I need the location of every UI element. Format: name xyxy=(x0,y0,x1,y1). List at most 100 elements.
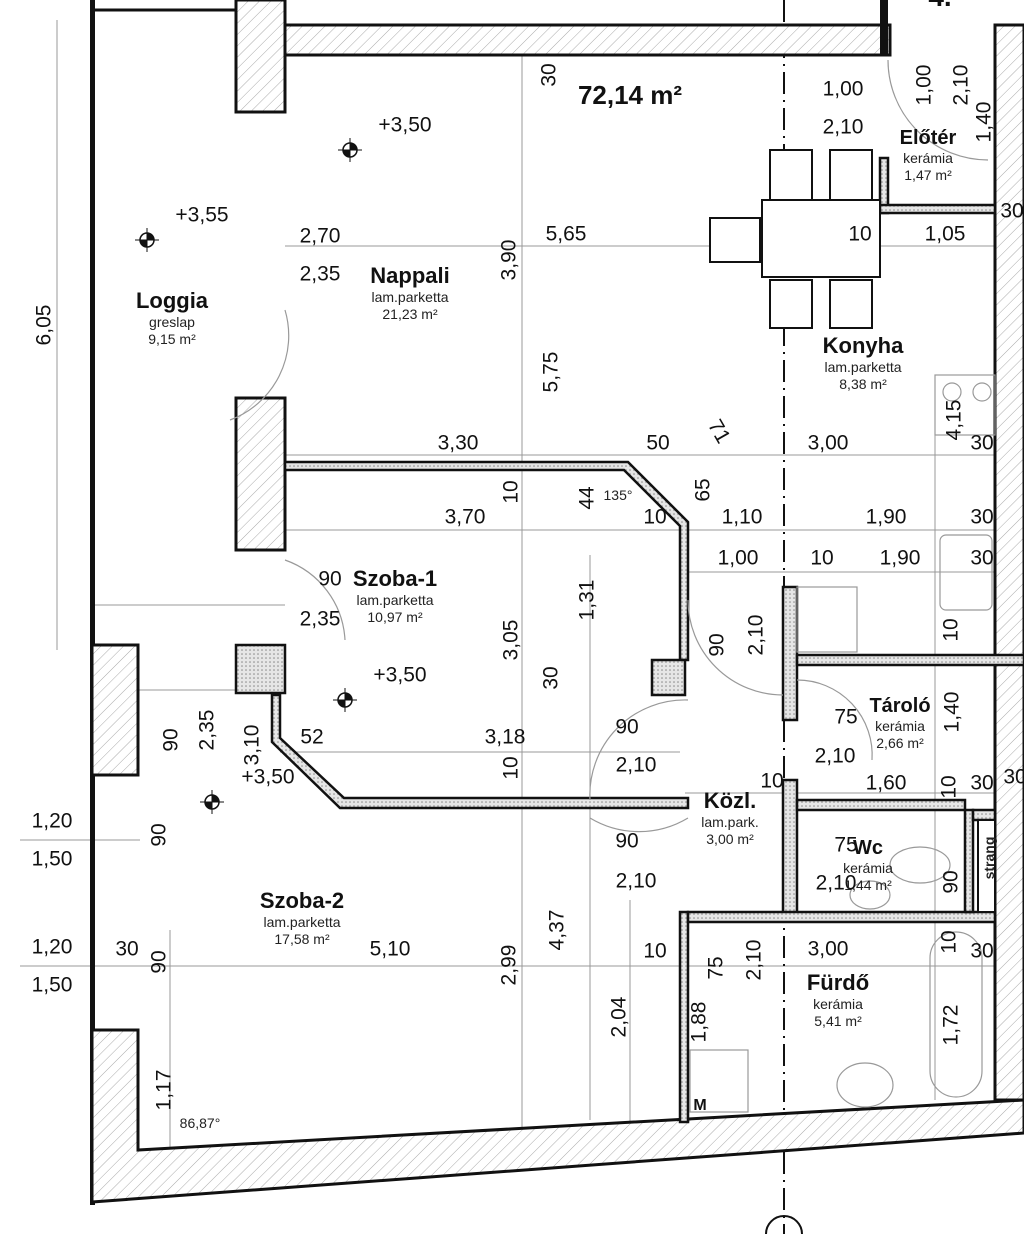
level-marker: +3,55 xyxy=(135,204,229,252)
dimension-label: 2,35 xyxy=(196,710,219,751)
room-area: 5,41 m² xyxy=(814,1013,862,1029)
dimension-label: 3,10 xyxy=(241,725,264,766)
dimension-label: 30 xyxy=(1003,766,1024,789)
dimension-label: 1,40 xyxy=(941,692,964,733)
fixtures xyxy=(229,59,996,1113)
dimension-label: 1,05 xyxy=(925,223,966,246)
dimension-label: 1,20 xyxy=(32,810,73,833)
dimension-label: 30 xyxy=(970,506,993,529)
dimension-label: 30 xyxy=(970,772,993,795)
dimension-label: 2,10 xyxy=(616,754,657,777)
dimension-label: 10 xyxy=(940,618,963,641)
dimension-label: 4,37 xyxy=(546,910,569,951)
dimension-label: 30 xyxy=(970,547,993,570)
meter-label: M xyxy=(693,1097,706,1114)
strang-label: strang xyxy=(981,837,997,880)
room-floor: lam.park. xyxy=(701,814,759,830)
dimension-label: 71 xyxy=(703,416,735,448)
room-floor: kerámia xyxy=(903,150,953,166)
room-floor: lam.parketta xyxy=(824,359,901,375)
room-area: 17,58 m² xyxy=(274,931,330,947)
apartment-number: 4. xyxy=(928,0,951,12)
room-name: Fürdő xyxy=(807,970,869,995)
room-name: Loggia xyxy=(136,288,209,313)
dimension-label: 1,88 xyxy=(688,1002,711,1043)
dimension-label: 90 xyxy=(706,633,729,656)
dimension-label: 2,35 xyxy=(300,263,341,286)
room-area: 8,38 m² xyxy=(839,376,887,392)
dimension-label: 3,00 xyxy=(808,938,849,961)
angle-label: 86,87° xyxy=(180,1115,221,1131)
dimension-label: 2,10 xyxy=(743,940,766,981)
dimension-label: 90 xyxy=(615,830,638,853)
dimension-label: 2,04 xyxy=(608,996,631,1037)
dimension-label: 1,00 xyxy=(718,547,759,570)
dimension-label: 2,10 xyxy=(816,872,857,895)
dimension-label: 1,20 xyxy=(32,936,73,959)
room-floor: kerámia xyxy=(813,996,863,1012)
dimension-lines xyxy=(20,20,1000,1160)
dimension-label: 10 xyxy=(848,223,871,246)
dimension-label: 1,17 xyxy=(153,1070,176,1111)
room-area: 2,66 m² xyxy=(876,735,924,751)
dimension-label: 1,00 xyxy=(913,65,936,106)
dimension-label: 10 xyxy=(938,930,961,953)
dimension-label: 90 xyxy=(160,728,183,751)
room-name: Nappali xyxy=(370,263,449,288)
dimension-label: 1,40 xyxy=(973,102,996,143)
dimension-label: 5,10 xyxy=(370,938,411,961)
dimension-label: 3,30 xyxy=(438,432,479,455)
dining-table xyxy=(709,149,881,329)
dimension-label: 3,70 xyxy=(445,506,486,529)
angle-label: 135° xyxy=(604,487,633,503)
room-name: Közl. xyxy=(704,788,757,813)
level-label: +3,55 xyxy=(175,204,228,227)
dimension-label: 2,10 xyxy=(745,615,768,656)
dimension-label: 30 xyxy=(1000,200,1023,223)
dimension-label: 1,90 xyxy=(880,547,921,570)
apartment-total-area: 72,14 m² xyxy=(578,80,682,110)
dimension-label: 30 xyxy=(538,63,561,86)
dimension-label: 1,72 xyxy=(940,1005,963,1046)
axis-marker xyxy=(765,1215,803,1234)
dimension-label: 2,10 xyxy=(616,870,657,893)
dimension-label: 90 xyxy=(318,568,341,591)
dimension-label: 2,10 xyxy=(950,65,973,106)
walls xyxy=(90,0,1024,1205)
dimension-label: 90 xyxy=(148,823,171,846)
dimension-label: 6,05 xyxy=(33,305,56,346)
room-name: Előtér xyxy=(900,127,957,149)
dimension-label: 3,00 xyxy=(808,432,849,455)
dimension-label: 2,10 xyxy=(815,745,856,768)
room-area: 10,97 m² xyxy=(367,609,423,625)
level-label: +3,50 xyxy=(241,766,294,789)
dimension-label: 5,65 xyxy=(546,223,587,246)
room-floor: lam.parketta xyxy=(356,592,433,608)
dimension-label: 2,99 xyxy=(498,945,521,986)
room-area: 21,23 m² xyxy=(382,306,438,322)
dimension-label: 1,50 xyxy=(32,848,73,871)
dimension-label: 90 xyxy=(148,950,171,973)
room-name: Tároló xyxy=(869,695,930,717)
dimension-label: 10 xyxy=(500,756,523,779)
dimension-label: 1,31 xyxy=(576,580,599,621)
dimension-label: 3,18 xyxy=(485,726,526,749)
dimension-label: 75 xyxy=(834,706,857,729)
dimension-label: 10 xyxy=(938,775,961,798)
dimension-label: 2,70 xyxy=(300,225,341,248)
dimension-label: 50 xyxy=(646,432,669,455)
dimension-label: 75 xyxy=(705,956,728,979)
room-name: Wc xyxy=(853,837,883,859)
dimension-label: 10 xyxy=(643,940,666,963)
room-name: Szoba-1 xyxy=(353,566,437,591)
dimension-label: 3,90 xyxy=(498,240,521,281)
level-label: +3,50 xyxy=(378,114,431,137)
